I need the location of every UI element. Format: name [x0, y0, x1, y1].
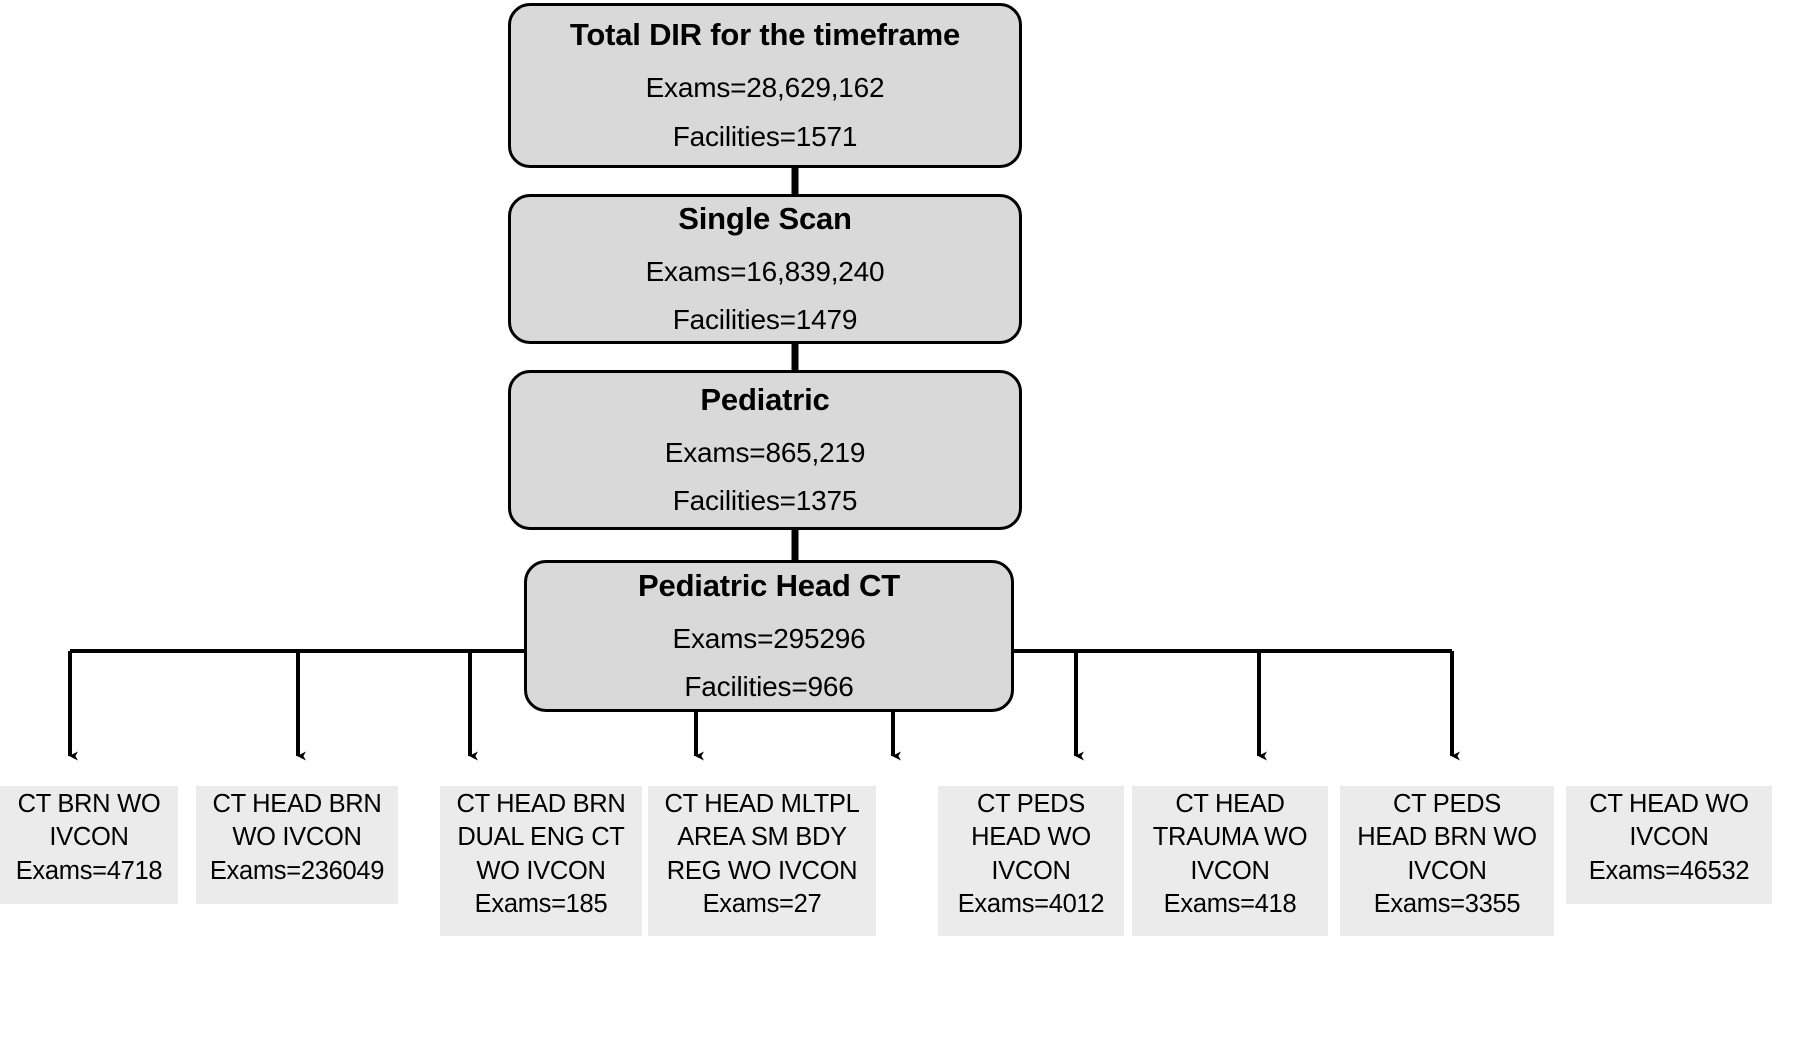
leaf-box-ct-head-trauma-wo-ivcon[interactable]: CT HEAD TRAUMA WO IVCON Exams=418 [1132, 786, 1328, 936]
leaf-exam-count: Exams=4012 [957, 890, 1105, 919]
leaf-label-line: CT HEAD WO [1589, 790, 1749, 818]
stage-facilities: Facilities=1571 [672, 120, 858, 152]
leaf-label-line: IVCON [991, 856, 1071, 885]
leaf-label-line: HEAD BRN WO [1357, 823, 1537, 852]
stage-box-pediatric-head-ct[interactable]: Pediatric Head CT Exams=295296 Facilitie… [524, 560, 1014, 712]
leaf-box-ct-head-wo-ivcon[interactable]: CT HEAD WO IVCON Exams=46532 [1566, 786, 1772, 904]
stage-title: Pediatric Head CT [638, 567, 900, 603]
leaf-label-line: CT HEAD BRN [212, 790, 382, 818]
leaf-label-line: TRAUMA WO [1152, 823, 1308, 852]
leaf-label-line: WO IVCON [476, 856, 606, 885]
leaf-label-line: CT HEAD MLTPL [664, 790, 860, 818]
stage-title: Pediatric [700, 381, 830, 417]
stage-exams: Exams=28,629,162 [645, 72, 885, 104]
stage-exams: Exams=865,219 [664, 436, 866, 468]
leaf-box-ct-peds-head-wo-ivcon[interactable]: CT PEDS HEAD WO IVCON Exams=4012 [938, 786, 1124, 936]
leaf-label-line: HEAD WO [971, 823, 1091, 852]
leaf-label-line: AREA SM BDY [677, 823, 847, 852]
leaf-exam-count: Exams=236049 [209, 856, 385, 885]
leaf-exam-count: Exams=185 [474, 890, 608, 919]
stage-exams: Exams=295296 [672, 622, 866, 654]
leaf-label-line: IVCON [49, 823, 129, 852]
leaf-label-line: CT BRN WO [17, 790, 161, 818]
stage-box-pediatric[interactable]: Pediatric Exams=865,219 Facilities=1375 [508, 370, 1022, 530]
leaf-label-line: REG WO IVCON [666, 856, 858, 885]
leaf-exam-count: Exams=3355 [1373, 890, 1521, 919]
stage-exams: Exams=16,839,240 [645, 255, 885, 287]
leaf-label-line: IVCON [1190, 856, 1270, 885]
leaf-box-ct-peds-head-brn-wo-ivcon[interactable]: CT PEDS HEAD BRN WO IVCON Exams=3355 [1340, 786, 1554, 936]
leaf-exam-count: Exams=4718 [15, 856, 163, 885]
leaf-box-ct-head-mltpl-area-sm-bdy-reg-wo-ivcon[interactable]: CT HEAD MLTPL AREA SM BDY REG WO IVCON E… [648, 786, 876, 936]
leaf-label-line: CT HEAD [1175, 790, 1285, 818]
stage-facilities: Facilities=1479 [672, 304, 858, 336]
leaf-box-ct-head-brn-wo-ivcon[interactable]: CT HEAD BRN WO IVCON Exams=236049 [196, 786, 398, 904]
leaf-label-line: DUAL ENG CT [457, 823, 625, 852]
leaf-label-line: CT PEDS [1393, 790, 1501, 818]
leaf-exam-count: Exams=46532 [1588, 856, 1750, 885]
leaf-label-line: CT PEDS [977, 790, 1085, 818]
leaf-box-ct-brn-wo-ivcon[interactable]: CT BRN WO IVCON Exams=4718 [0, 786, 178, 904]
leaf-label-line: WO IVCON [232, 823, 362, 852]
stage-box-total-dir[interactable]: Total DIR for the timeframe Exams=28,629… [508, 3, 1022, 168]
leaf-label-line: CT HEAD BRN [456, 790, 626, 818]
stage-facilities: Facilities=966 [684, 671, 854, 703]
leaf-exam-count: Exams=418 [1163, 890, 1297, 919]
stage-title: Total DIR for the timeframe [569, 17, 961, 53]
leaf-label-line: IVCON [1629, 823, 1709, 852]
leaf-exam-count: Exams=27 [702, 890, 822, 919]
leaf-box-ct-head-brn-dual-eng-ct-wo-ivcon[interactable]: CT HEAD BRN DUAL ENG CT WO IVCON Exams=1… [440, 786, 642, 936]
stage-facilities: Facilities=1375 [672, 485, 858, 517]
stage-title: Single Scan [678, 200, 852, 236]
stage-box-single-scan[interactable]: Single Scan Exams=16,839,240 Facilities=… [508, 194, 1022, 344]
leaf-label-line: IVCON [1407, 856, 1487, 885]
